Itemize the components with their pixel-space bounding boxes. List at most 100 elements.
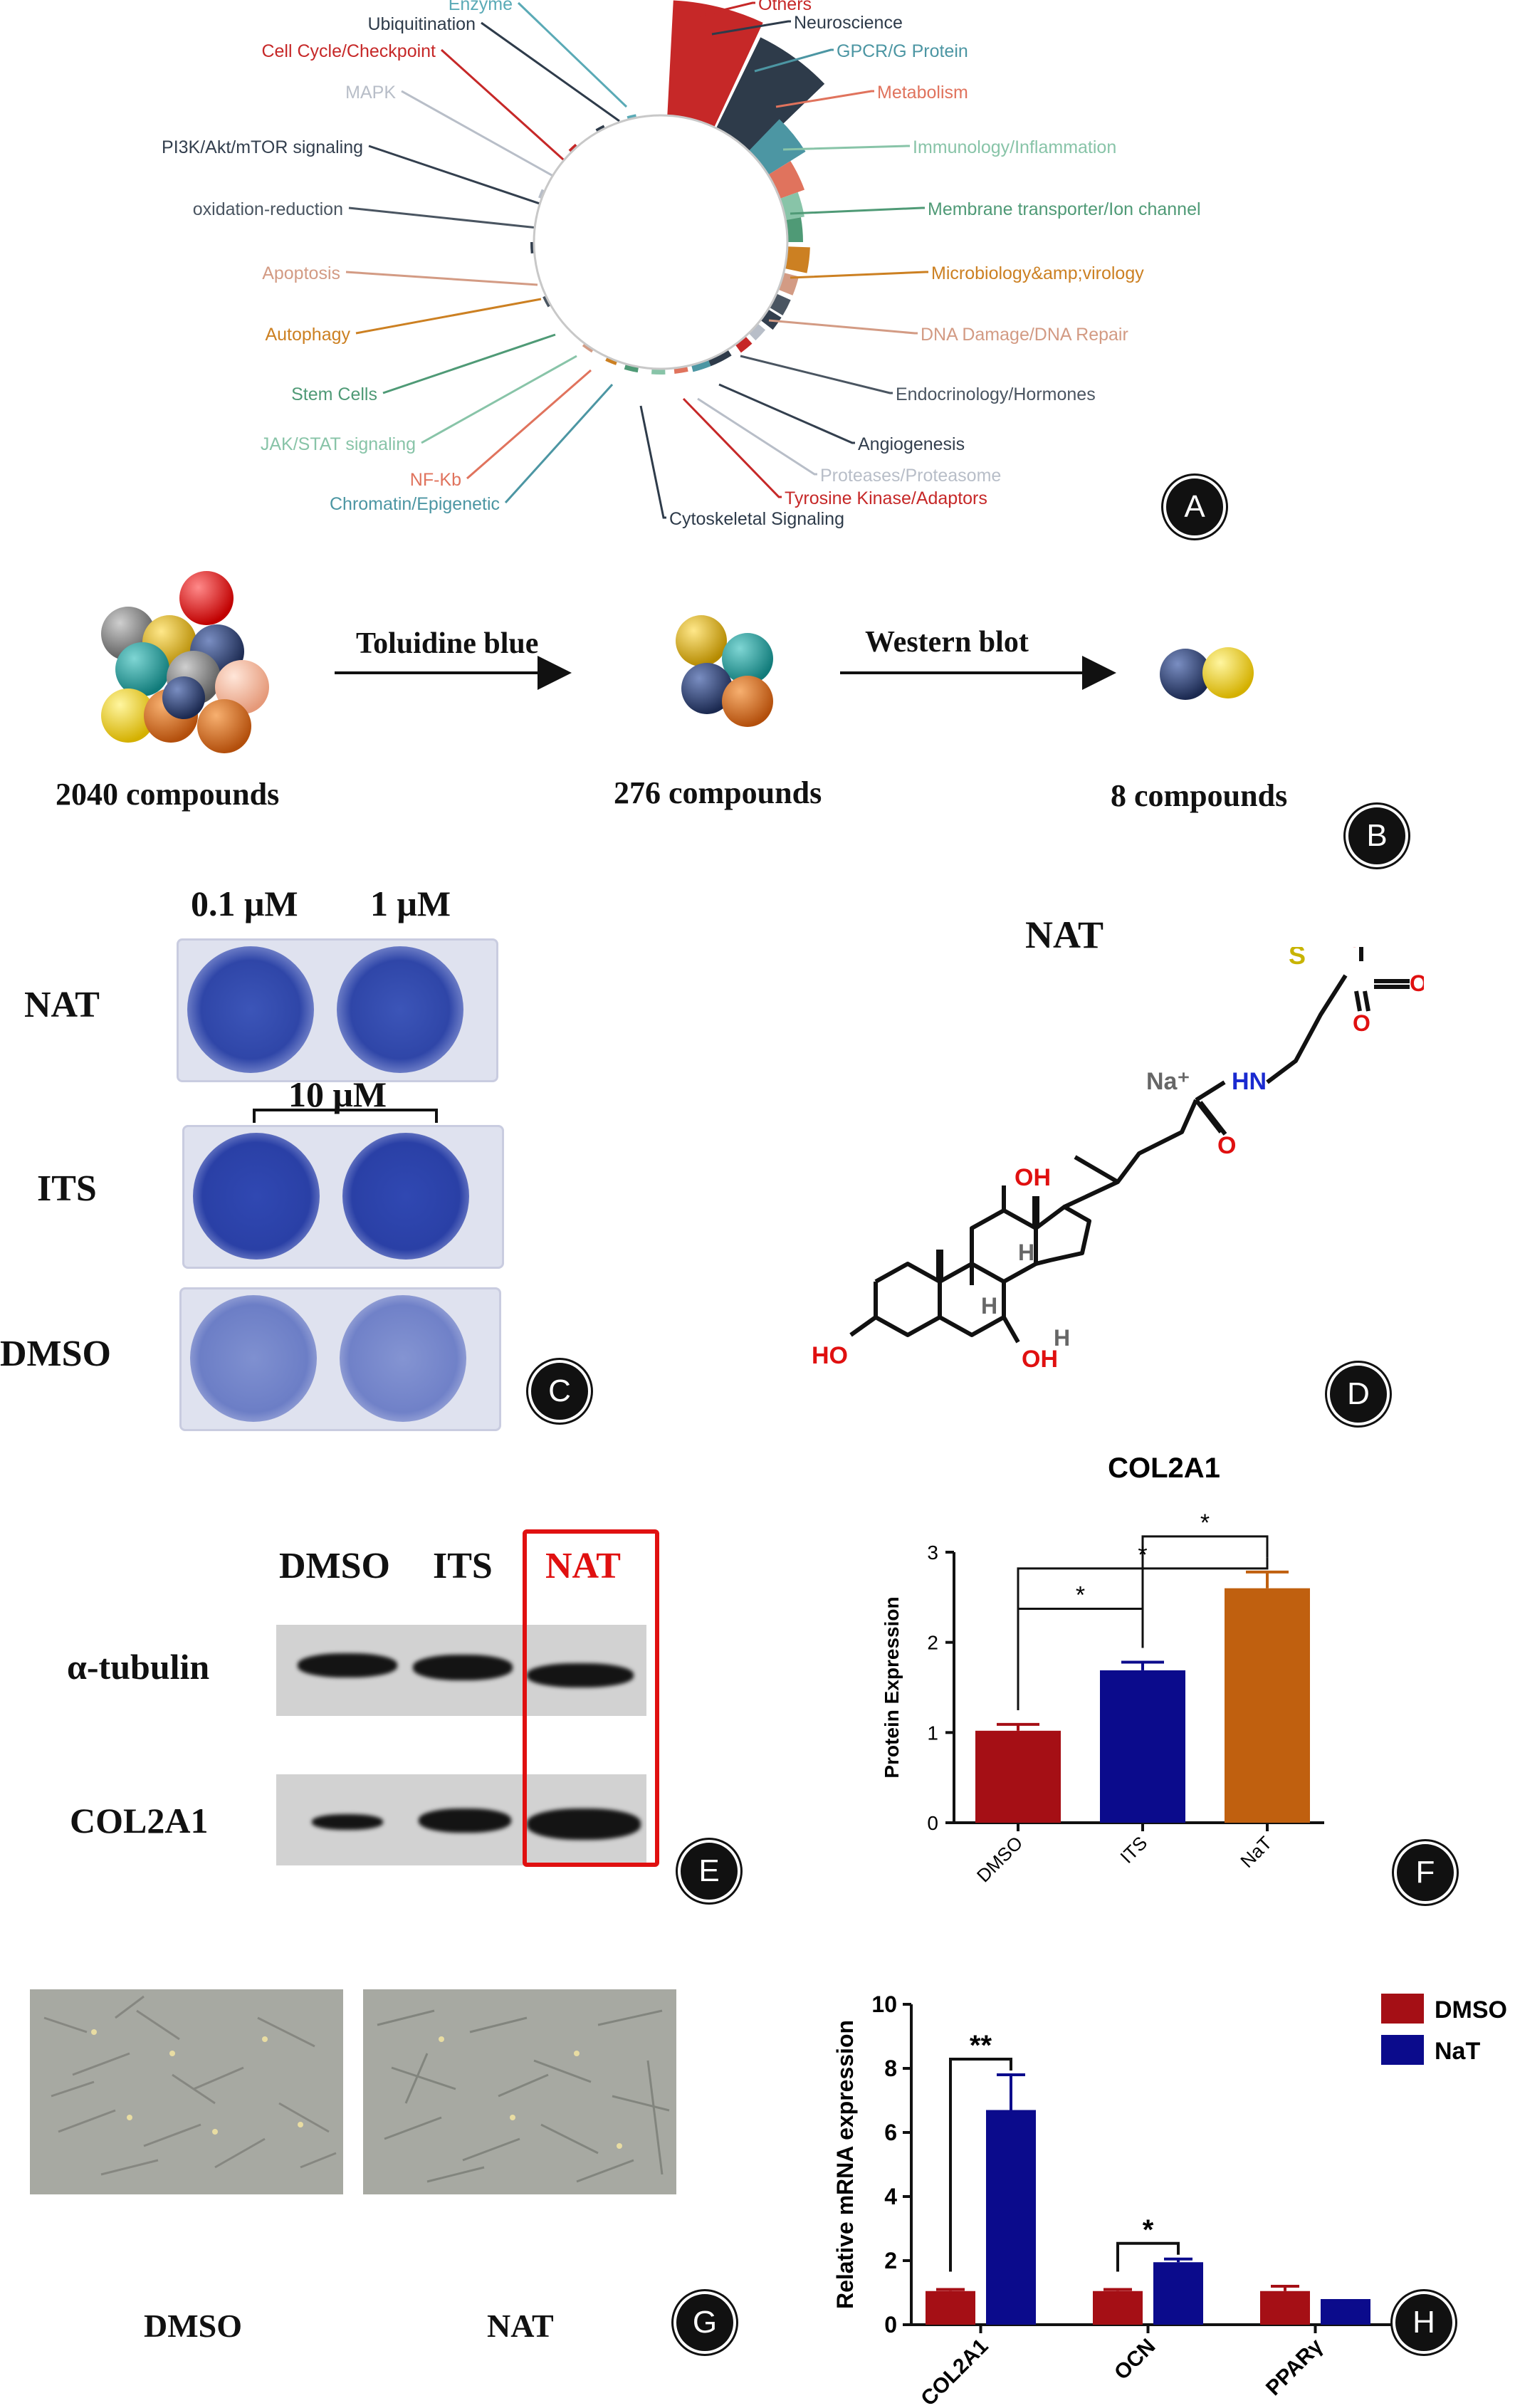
radial-sector-18 [582,343,594,353]
radial-sector-0 [667,0,763,127]
nat-structure: S O⁻ O O HN Na⁺ O OH OH HO H H H [812,947,1424,1373]
chart-h-legend-swatch-1 [1381,2035,1424,2065]
well-nat-0-1 [187,946,314,1073]
chart-f-cat-label-2: NaT [1236,1832,1276,1872]
radial-label-right-12: Cytoskeletal Signaling [669,509,844,529]
radial-label-left-4: PI3K/Akt/mTOR signaling [162,137,363,157]
atom-h2: H [981,1293,997,1319]
cell-texture-dmso [43,1995,337,2176]
conc-label-0-1: 0.1 μM [191,884,298,923]
radial-leader-right-6 [790,271,928,279]
chart-h-bar-2-0 [1260,2291,1310,2325]
radial-label-left-1: Ubiquitination [368,14,476,34]
chart-h-ytick-label-2: 4 [884,2184,897,2209]
panel-c-badge: C [528,1360,591,1423]
cell-image-nat [363,1989,676,2194]
radial-label-right-3: Metabolism [877,83,968,103]
band-col2a1-nat [527,1808,641,1840]
chart-h-sig-bracket-1 [1116,2241,1180,2272]
well-dmso-b [340,1295,466,1422]
row-label-dmso: DMSO [0,1334,111,1374]
radial-sector-12 [708,349,732,367]
radial-leader-left-1 [481,21,620,122]
radial-sector-10 [748,323,766,341]
chart-h-sig-label-0: ** [970,2030,992,2061]
chart-h-ytick-label-3: 6 [884,2120,897,2145]
chart-f-bar-2 [1225,1588,1310,1823]
chart-h-sig-label-1: * [1143,2214,1154,2246]
radial-label-right-2: GPCR/G Protein [837,41,968,61]
chart-h-legend-swatch-0 [1381,1994,1424,2024]
radial-leader-left-11 [504,383,614,504]
conc-label-1: 1 μM [370,884,451,923]
panel-b-flow [101,571,1254,753]
radial-leader-right-2 [754,48,834,73]
chart-h-ytick-label-0: 0 [884,2312,897,2338]
panel-d-badge: D [1327,1363,1390,1425]
nat-well-row [177,938,498,1082]
cell-image-dmso [30,1989,343,2194]
its-well-row [182,1125,504,1269]
radial-leader-right-11 [682,397,782,498]
chart-f-sig-label-1: * [1200,1509,1210,1537]
atom-o-minus: O⁻ [1346,947,1375,952]
radial-sector-19 [542,295,551,308]
lane-label-nat: NAT [545,1546,621,1586]
band-tubulin-its [413,1655,513,1680]
radial-leader-right-3 [775,90,874,108]
radial-leader-left-4 [368,145,549,208]
count-276: 276 compounds [614,775,822,810]
radial-label-left-5: oxidation-reduction [193,199,343,219]
radial-leader-right-0 [676,1,755,23]
band-tubulin-nat [527,1663,634,1687]
band-col2a1-its [419,1808,511,1833]
panel-e-badge: E [678,1840,740,1902]
chart-h-bar-0-1 [986,2110,1036,2325]
radial-label-left-11: Chromatin/Epigenetic [330,494,500,514]
structure-title: NAT [1025,914,1104,956]
chart-f-cat-label-1: ITS [1116,1832,1151,1868]
band-col2a1-dmso [312,1814,383,1830]
radial-leader-right-12 [639,405,666,519]
radial-label-left-0: Enzyme [449,0,513,14]
count-8: 8 compounds [1111,778,1288,813]
chart-f-sig-label-0: * [1076,1582,1085,1609]
atom-o1: O [1410,970,1424,996]
radial-label-right-6: Microbiology&amp;virology [931,263,1144,283]
panel-b-badge: B [1346,805,1408,867]
chart-f-ylabel: Protein Expression [881,1596,903,1778]
nat-highlight-box [523,1529,659,1867]
radial-sector-17 [605,357,618,365]
atom-o2: O [1353,1010,1370,1036]
atom-s: S [1289,947,1306,970]
radial-leader-right-5 [790,206,925,215]
chart-h-legend-label-0: DMSO [1435,1996,1507,2024]
blot-row-label-tubulin: α-tubulin [67,1647,210,1687]
radial-sector-3 [767,161,805,199]
radial-sector-5 [785,217,803,242]
radial-label-right-4: Immunology/Inflammation [913,137,1116,157]
chart-f-ytick-label-3: 3 [927,1541,938,1564]
radial-sector-6 [785,246,810,273]
cell-label-dmso: DMSO [144,2308,242,2344]
chart-f-ytick-label-1: 1 [927,1722,938,1744]
radial-leader-right-7 [768,319,918,335]
radial-leader-right-10 [697,397,817,476]
radial-label-left-7: Autophagy [265,325,350,345]
radial-leader-left-10 [466,369,592,480]
radial-label-left-10: NF-Kb [410,470,461,490]
lane-label-dmso: DMSO [279,1546,390,1586]
radial-label-right-8: Endocrinology/Hormones [896,384,1096,404]
panel-g-badge: G [673,2291,736,2354]
chart-f-ytick-label-2: 2 [927,1632,938,1654]
chart-f-sig-label-2: * [1138,1541,1147,1569]
radial-label-left-9: JAK/STAT signaling [261,434,416,454]
panel-a-badge: A [1163,476,1226,538]
atom-h1: H [1018,1240,1034,1265]
radial-leader-right-4 [782,145,910,151]
blot-row-label-col2a1: COL2A1 [70,1801,209,1841]
chart-h-bar-1-0 [1093,2291,1143,2325]
radial-label-left-3: MAPK [345,83,396,103]
